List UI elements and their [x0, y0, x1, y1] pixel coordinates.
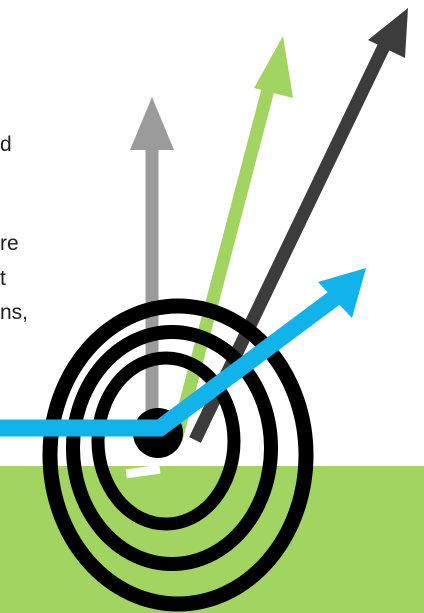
text-fragment: d — [0, 133, 12, 157]
text-fragment: t — [0, 267, 6, 291]
text-fragment: re — [0, 232, 19, 256]
gray-arrow-icon — [130, 97, 174, 440]
text-fragment: ns, — [0, 301, 28, 325]
